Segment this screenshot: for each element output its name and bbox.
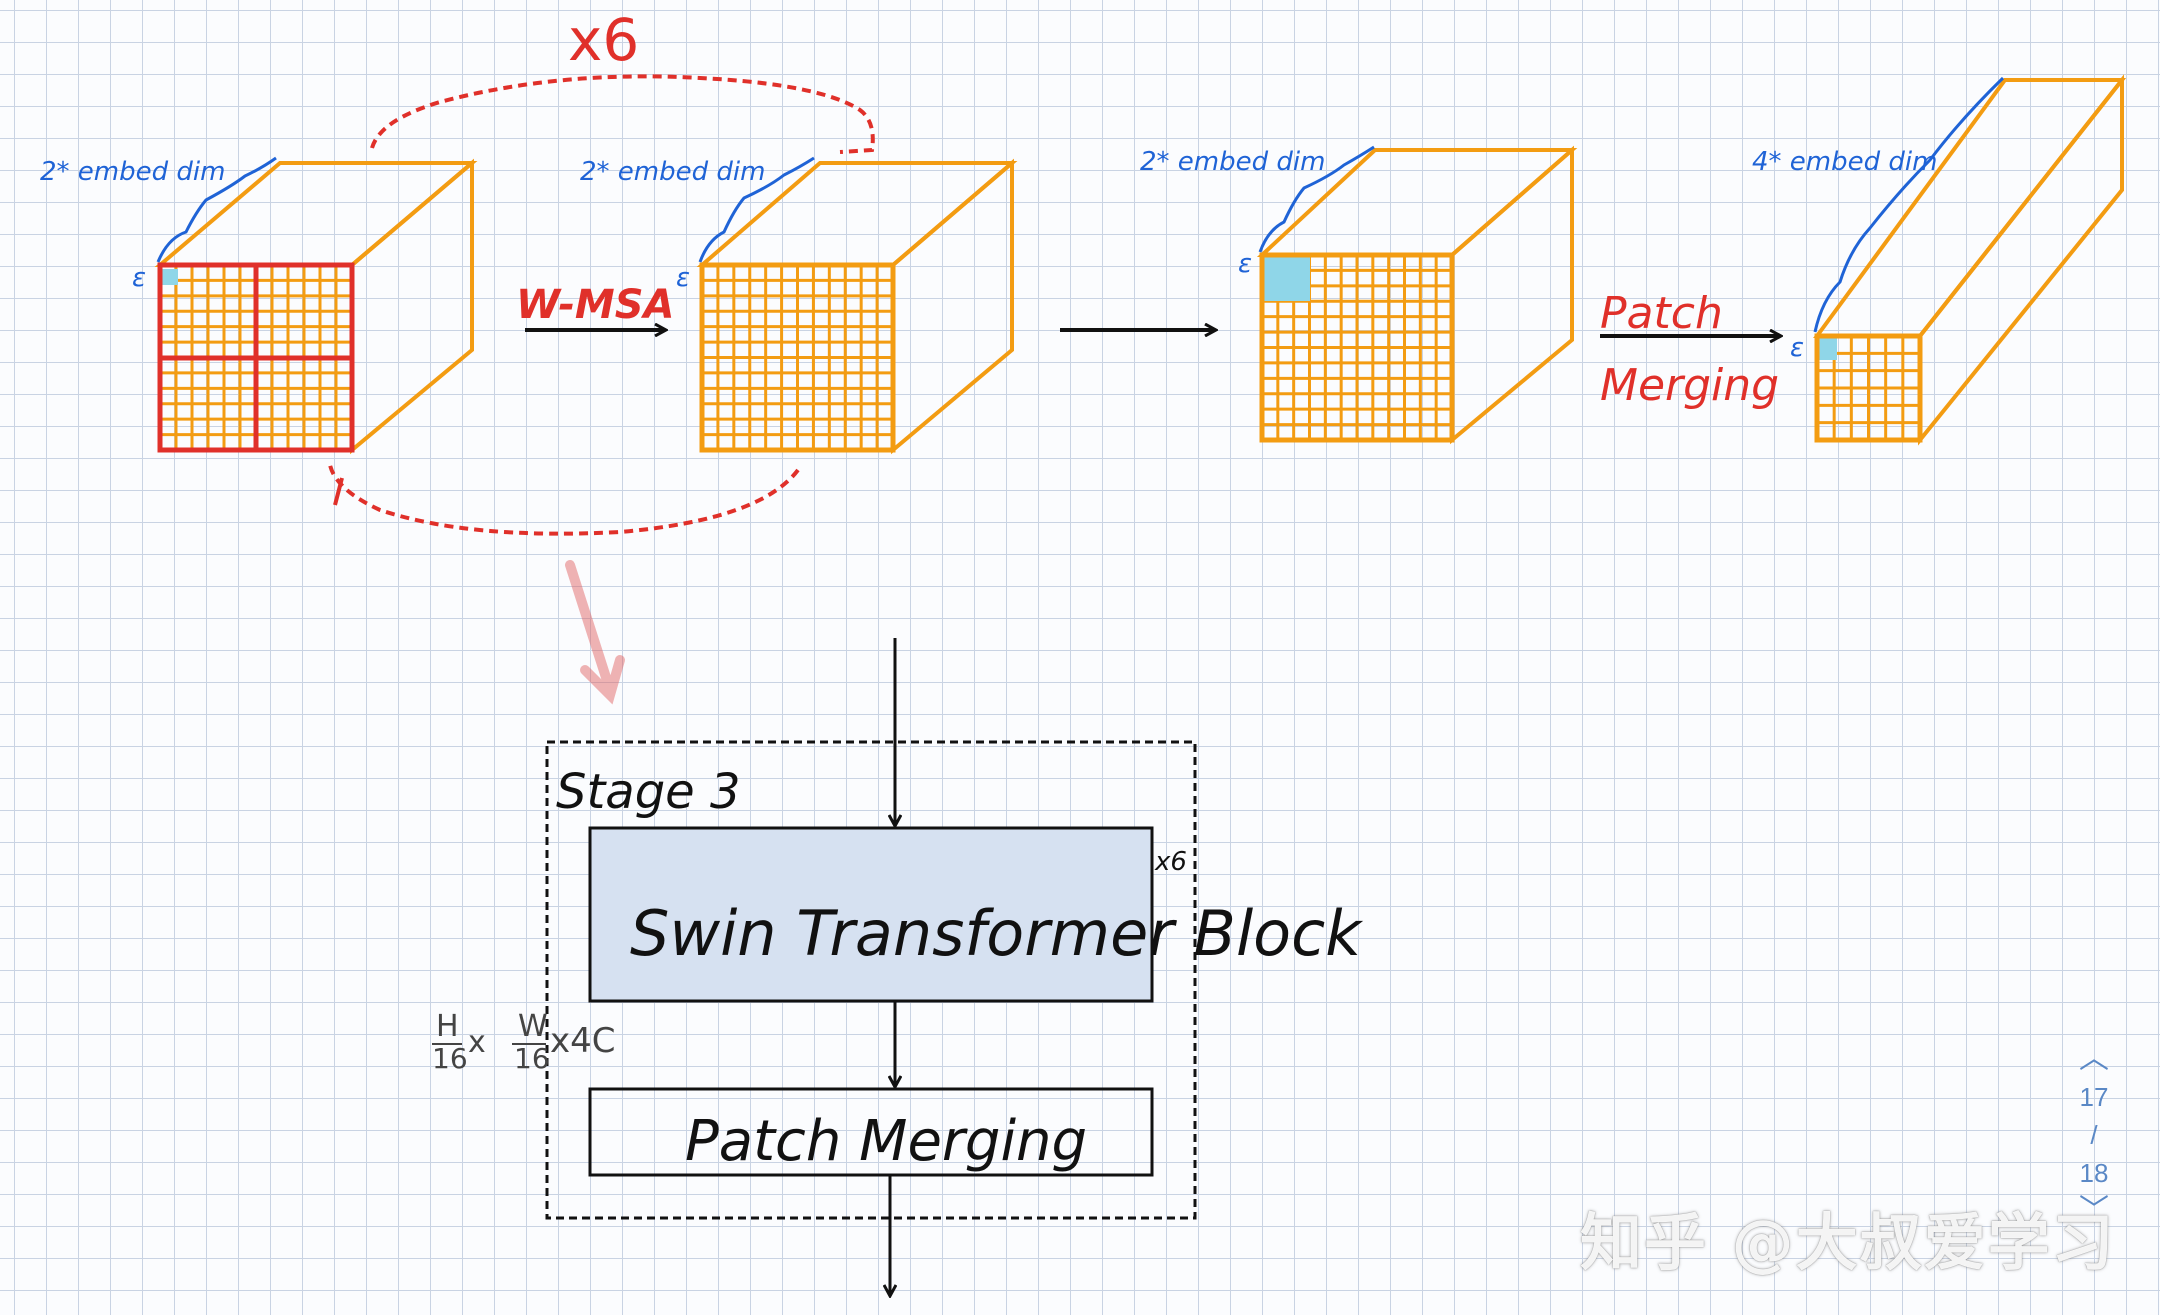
svg-text:ε: ε xyxy=(132,263,146,293)
size-annotation: H 16 x W 16 x4C xyxy=(432,1009,616,1075)
cube-1-window-partition xyxy=(154,158,478,455)
page-separator: / xyxy=(2090,1120,2098,1150)
cube-4-merged xyxy=(1813,74,2127,446)
cube-2-front-grid xyxy=(702,265,893,450)
svg-text:x4C: x4C xyxy=(550,1021,616,1061)
page-navigator: ︿ 17 / 18 ﹀ xyxy=(2064,1040,2124,1230)
page-up-icon[interactable]: ︿ xyxy=(2079,1042,2109,1075)
current-page: 17 xyxy=(2079,1082,2109,1112)
cube-3 xyxy=(1256,145,1578,445)
swin-block-label: Swin Transformer Block xyxy=(630,897,1363,970)
repeat-loop: x6 xyxy=(328,6,875,536)
embed-dim-label-4: 4* embed dim xyxy=(1752,147,1937,177)
svg-text:16: 16 xyxy=(432,1042,468,1075)
patch-merging-label-1: Patch xyxy=(1600,288,1723,339)
svg-text:W: W xyxy=(518,1009,548,1044)
svg-text:16: 16 xyxy=(514,1042,550,1075)
cube-4-front-grid xyxy=(1817,336,1920,440)
wmsa-arrow: W-MSA xyxy=(516,282,675,330)
stage-3-frame xyxy=(545,740,1197,1220)
embed-dim-label-2: 2* embed dim xyxy=(580,157,765,187)
cube-4-patch-highlight xyxy=(1819,338,1837,360)
wmsa-label: W-MSA xyxy=(516,282,675,328)
cube-1-patch-highlight xyxy=(162,269,178,285)
svg-text:H: H xyxy=(436,1009,459,1044)
watermark: 知乎 @大叔爱学习 xyxy=(1580,1206,2116,1279)
svg-text:x: x xyxy=(468,1025,486,1060)
cube-3-patch-highlight xyxy=(1264,257,1310,301)
svg-text:ε: ε xyxy=(1790,333,1804,363)
block-repeat-label: x6 xyxy=(1154,847,1187,877)
cube-3-front-grid xyxy=(1262,255,1452,440)
cube-2 xyxy=(696,158,1018,455)
embed-dim-label-1: 2* embed dim xyxy=(40,157,225,187)
repeat-x6-label: x6 xyxy=(568,6,639,74)
swin-transformer-block xyxy=(588,826,1154,1003)
svg-text:ε: ε xyxy=(676,263,690,293)
faded-pointer-arrow xyxy=(565,560,625,705)
embed-dim-label-3: 2* embed dim xyxy=(1140,147,1325,177)
patch-merging-arrow: Patch Merging xyxy=(1600,288,1780,411)
patch-merging-box-label: Patch Merging xyxy=(685,1109,1087,1174)
embed-dim-brace-4: 4* embed dim ε xyxy=(1752,76,2005,363)
embed-dim-brace-2: 2* embed dim ε xyxy=(580,156,815,293)
patch-merging-label-2: Merging xyxy=(1600,360,1779,411)
total-pages: 18 xyxy=(2079,1158,2109,1188)
svg-text:ε: ε xyxy=(1238,249,1252,279)
stage-3-label: Stage 3 xyxy=(556,764,741,820)
embed-dim-brace-1: 2* embed dim ε xyxy=(40,156,277,293)
patch-merging-box xyxy=(588,1087,1154,1177)
stage-3-diagram: Stage 3 Swin Transformer Block x6 Patch … xyxy=(432,638,1363,1295)
page-down-icon[interactable]: ﹀ xyxy=(2079,1194,2109,1227)
embed-dim-brace-3: 2* embed dim ε xyxy=(1140,145,1375,279)
